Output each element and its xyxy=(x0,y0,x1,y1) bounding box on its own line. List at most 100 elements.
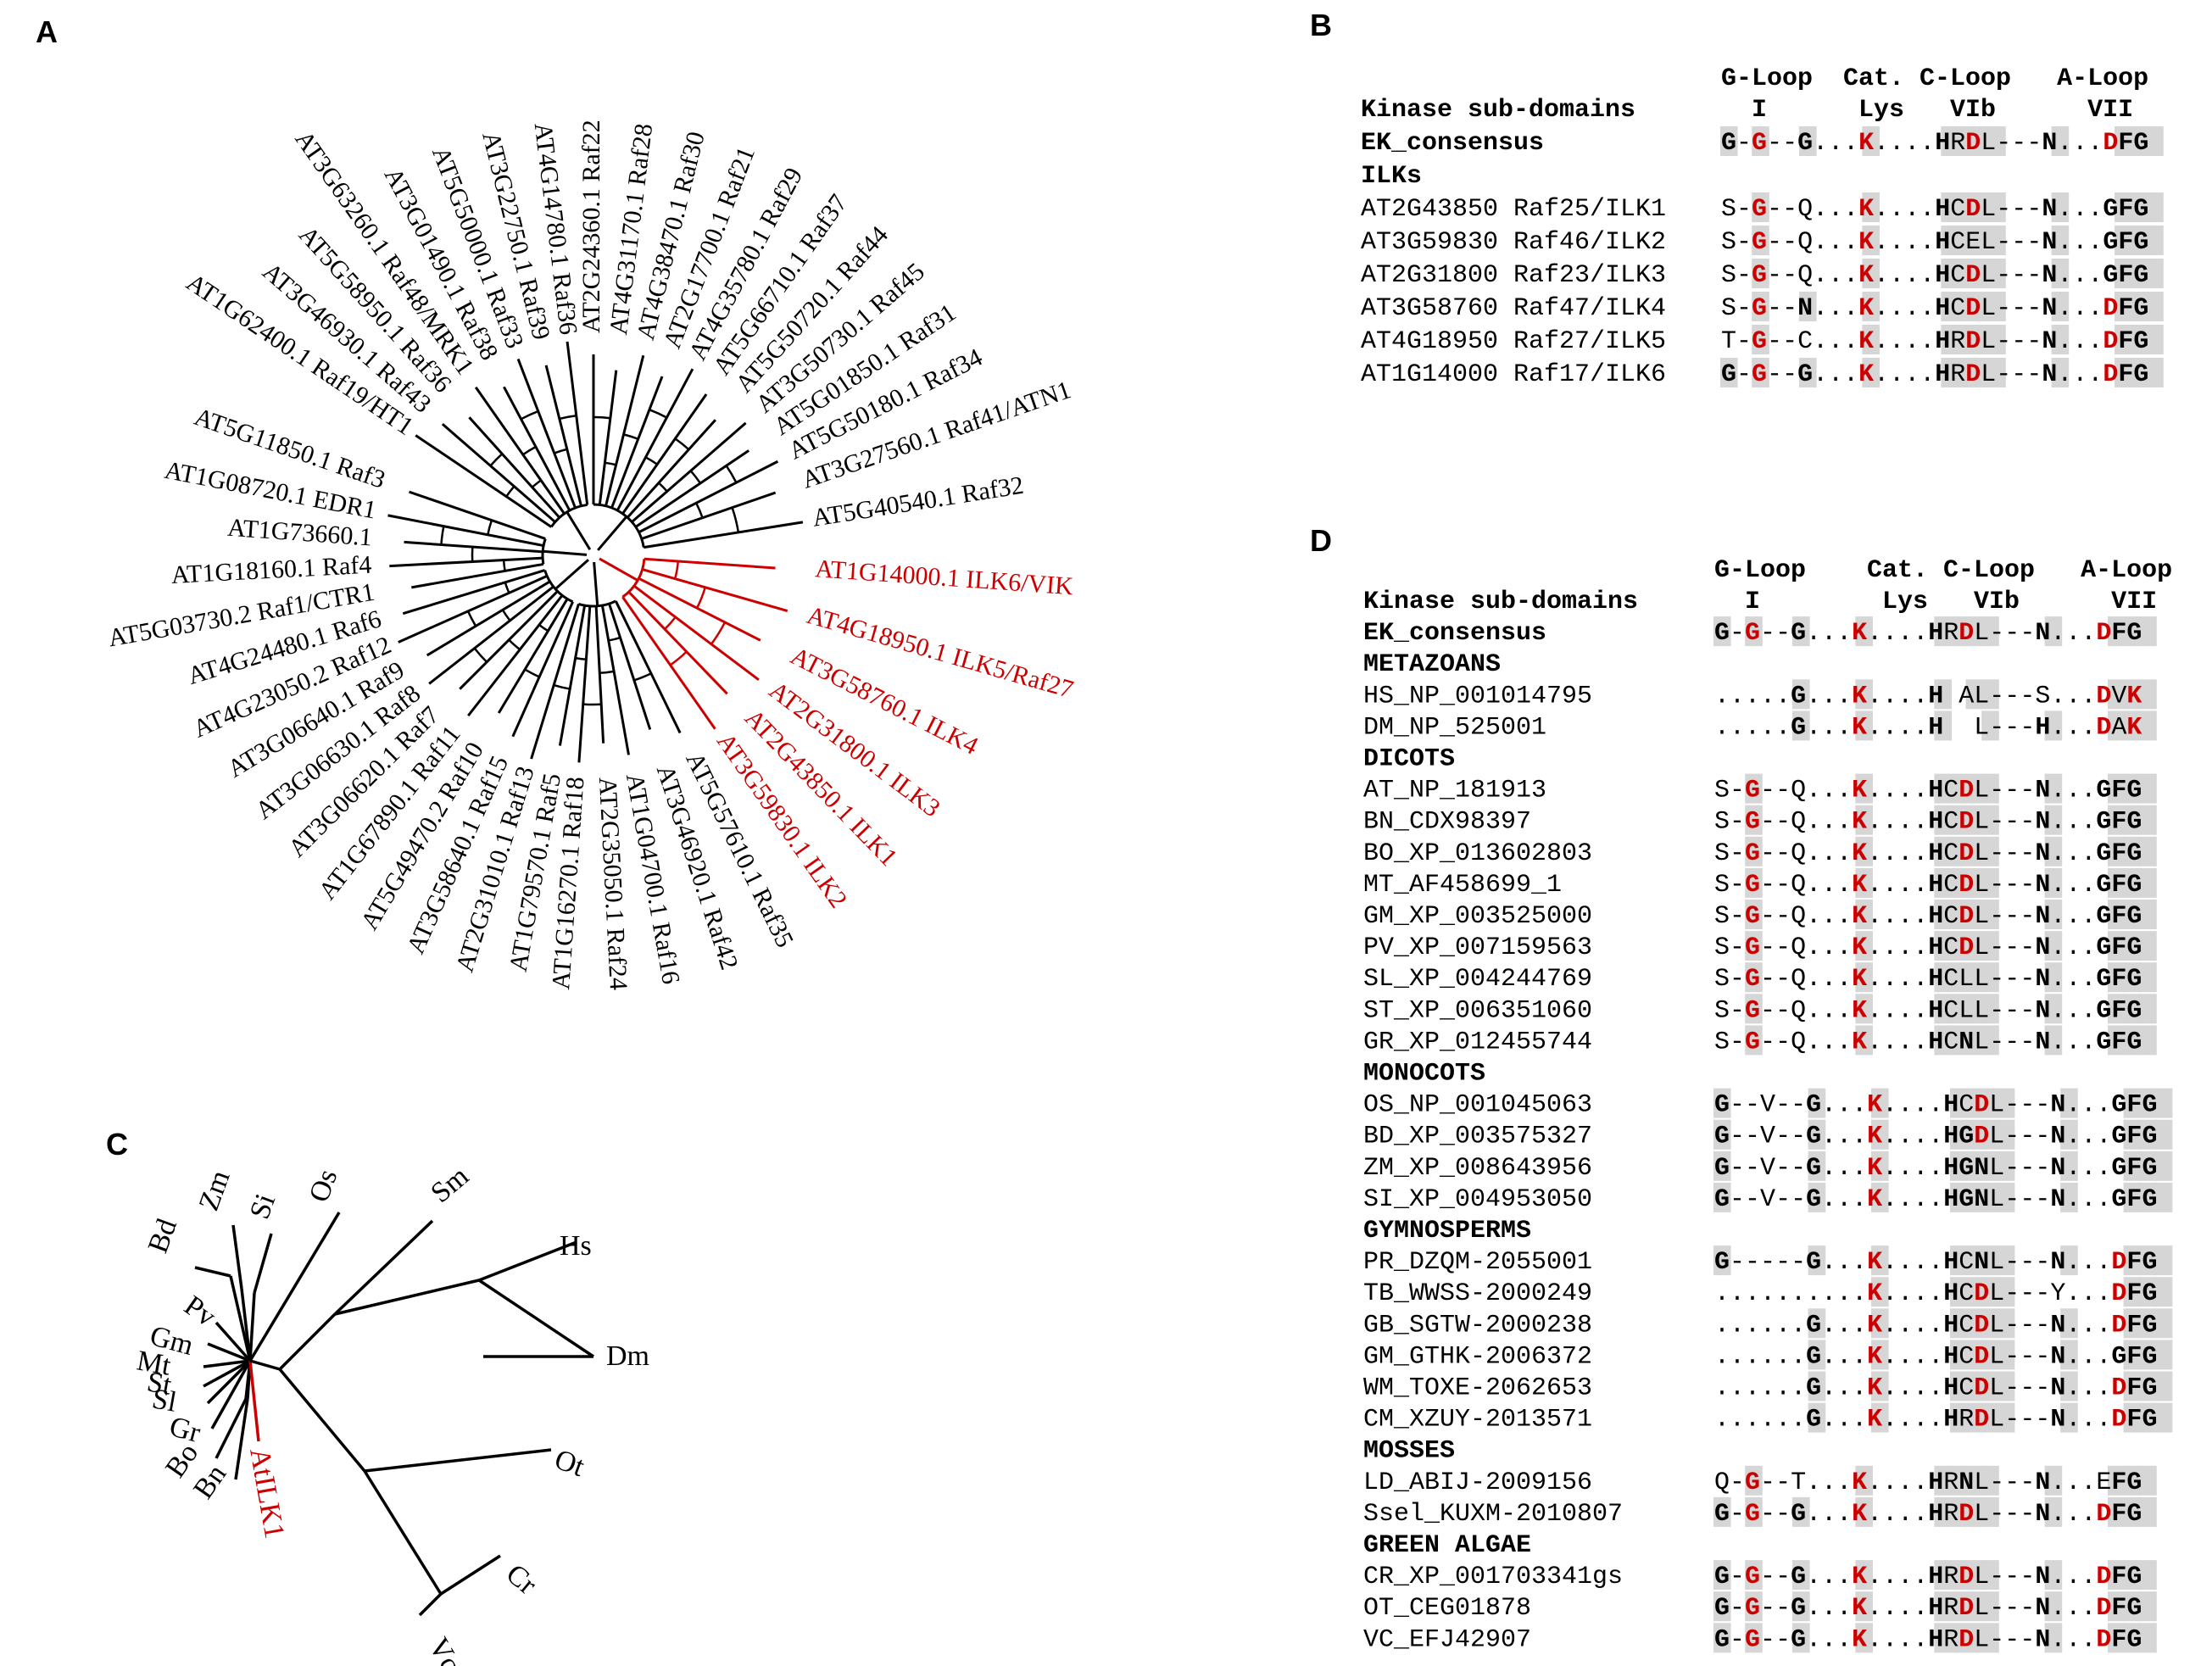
alignment-shade xyxy=(1950,1245,1968,1276)
alignment-shade xyxy=(2139,1025,2157,1056)
alignment-shade xyxy=(1997,1182,2015,1212)
tree-c-branch xyxy=(215,1321,252,1362)
alignment-shade xyxy=(1855,1465,1873,1496)
alignment-group-label: METAZOANS xyxy=(1363,650,1501,679)
alignment-shade xyxy=(1855,867,1873,898)
alignment-shade xyxy=(1934,836,1952,866)
alignment-shade xyxy=(1808,1182,1826,1212)
tree-c-branch xyxy=(278,1368,366,1473)
alignment-shade xyxy=(2123,900,2142,929)
alignment-shade xyxy=(2123,1277,2142,1307)
tree-c-leaf-label: Sm xyxy=(425,1161,475,1210)
alignment-shade xyxy=(1965,1119,1984,1150)
alignment-shade xyxy=(1981,1182,1999,1212)
alignment-shade xyxy=(1981,710,1999,741)
alignment-shade xyxy=(1808,1340,1826,1370)
alignment-shade xyxy=(1981,1465,1999,1496)
alignment-shade xyxy=(1799,358,1817,387)
alignment-shade xyxy=(1988,325,2006,354)
tree-a-leaf-branch xyxy=(644,557,776,570)
alignment-shade xyxy=(2108,1496,2126,1527)
alignment-shade xyxy=(1745,836,1763,866)
alignment-header-sub: I Lys VIb VII xyxy=(1721,96,2133,125)
alignment-shade xyxy=(1752,192,1769,222)
alignment-shade xyxy=(2139,1465,2157,1496)
alignment-shade xyxy=(1950,994,1968,1024)
alignment-shade xyxy=(2139,1119,2157,1150)
alignment-sequence: G-G--G...K....HRDL---N...DFG xyxy=(1714,1500,2142,1529)
alignment-shade xyxy=(2123,1623,2142,1653)
alignment-shade xyxy=(1752,292,1769,321)
tree-a-leaf-label: AT1G14000.1 ILK6/VIK xyxy=(814,554,1074,600)
alignment-shade xyxy=(1862,192,1880,222)
tree-a-node-arc xyxy=(599,670,615,675)
alignment-shade xyxy=(1965,1182,1984,1212)
tree-a-node-arc xyxy=(608,636,621,642)
tree-a-leaf-branch xyxy=(605,354,645,507)
alignment-shade xyxy=(1855,805,1873,835)
alignment-shade xyxy=(1950,1560,1968,1591)
tree-a-node-arc xyxy=(731,507,740,533)
alignment-shade xyxy=(1934,931,1952,961)
alignment-shade xyxy=(2108,1025,2126,1056)
alignment-shade xyxy=(2123,1591,2142,1622)
alignment-shade xyxy=(1981,1591,1999,1622)
tree-a-arc xyxy=(593,503,645,548)
tree-a-leaf-branch xyxy=(644,521,804,549)
tree-a-node-arc xyxy=(649,409,667,419)
alignment-shade xyxy=(1752,126,1769,156)
alignment-shade xyxy=(1855,994,1873,1024)
alignment-seq-name: WM_TOXE-2062653 xyxy=(1363,1374,1592,1403)
tree-c-leaf-label: Si xyxy=(244,1190,281,1223)
alignment-shade xyxy=(2123,931,2142,961)
alignment-sequence: .....G...K....H L---H...DAK xyxy=(1714,713,2142,742)
alignment-sequence: G-G--G...K....HRDL---N...DFG xyxy=(1714,1625,2142,1654)
alignment-shade xyxy=(2044,867,2063,898)
alignment-shade xyxy=(1871,1402,1889,1433)
alignment-shade xyxy=(2130,358,2148,387)
alignment-sequence: S-G--Q...K....HCDL---N...GFG xyxy=(1721,195,2148,224)
tree-c-branch xyxy=(231,1224,243,1290)
alignment-seq-name: AT4G18950 Raf27/ILK5 xyxy=(1361,327,1666,356)
alignment-shade xyxy=(2108,1591,2126,1622)
alignment-shade xyxy=(1941,259,1958,288)
tree-a-leaf-branch xyxy=(402,569,546,616)
alignment-shade xyxy=(1988,192,2006,222)
alignment-sequence: S-G--N...K....HCDL---N...DFG xyxy=(1721,294,2148,323)
tree-a-leaf-branch xyxy=(598,370,618,505)
alignment-shade xyxy=(2108,616,2126,647)
tree-a-leaf-branch xyxy=(387,514,544,548)
alignment-shade xyxy=(2114,226,2132,255)
tree-c-branch xyxy=(278,1312,337,1371)
alignment-shade xyxy=(1808,1402,1826,1433)
alignment-sequence: S-G--Q...K....HCLL---N...GFG xyxy=(1714,965,2142,994)
alignment-shade xyxy=(2051,259,2070,288)
alignment-shade xyxy=(2146,325,2164,354)
alignment-shade xyxy=(1981,1025,1999,1056)
alignment-shade xyxy=(1981,1560,1999,1591)
alignment-shade xyxy=(2130,259,2148,288)
tree-a-node-arc xyxy=(674,437,690,451)
alignment-sequence: .....G...K....H AL---S...DVK xyxy=(1714,682,2142,710)
alignment-shade xyxy=(1713,616,1731,647)
alignment-shade xyxy=(2060,1088,2078,1118)
tree-a-node-arc xyxy=(559,414,577,421)
alignment-group-label: ILKs xyxy=(1361,162,1422,191)
alignment-shade xyxy=(2108,836,2126,866)
alignment-shade xyxy=(2139,1591,2157,1622)
alignment-shade xyxy=(2139,994,2157,1024)
tree-a-stem xyxy=(566,511,592,550)
alignment-shade xyxy=(1950,1151,1968,1181)
panel-b-letter: B xyxy=(1310,8,1332,42)
alignment-shade xyxy=(1997,1245,2015,1276)
alignment-shade xyxy=(1981,1402,1999,1433)
alignment-shade xyxy=(1752,325,1769,354)
alignment-sequence: ......G...K....HCDL---N...GFG xyxy=(1714,1342,2157,1371)
alignment-shade xyxy=(1957,292,1975,321)
alignment-shade xyxy=(1950,931,1968,961)
tree-c-leaf-label: Cr xyxy=(500,1558,543,1602)
alignment-shade xyxy=(2114,292,2132,321)
tree-c-branch xyxy=(248,1212,341,1362)
alignment-shade xyxy=(1965,1371,1984,1401)
